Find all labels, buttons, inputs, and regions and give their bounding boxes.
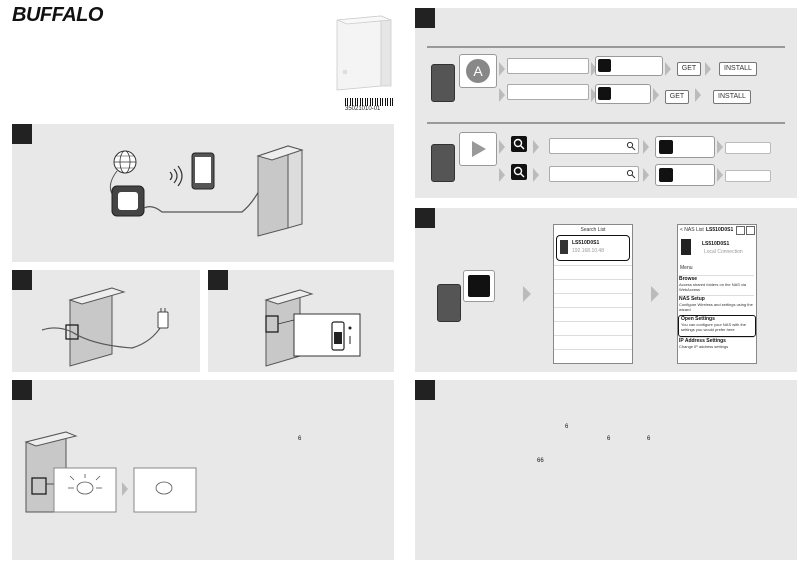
menu-item-ip-settings[interactable]: IP Address Settings Change IP address se…: [679, 337, 754, 356]
arrow-icon: [591, 62, 597, 76]
arrow-icon: [695, 88, 701, 102]
glyph-mark: 6: [647, 436, 651, 442]
device-name: LS510D0S1: [572, 240, 600, 246]
back-link[interactable]: < NAS List: [680, 227, 704, 233]
get-button[interactable]: GET: [665, 90, 689, 104]
arrow-icon: [717, 140, 723, 154]
buffalo-app-icon: [659, 168, 673, 182]
search-icon[interactable]: [511, 164, 527, 180]
app-result[interactable]: [655, 164, 715, 186]
step-number-box: [415, 380, 435, 400]
arrow-icon: [705, 62, 711, 76]
status-diagram: [24, 431, 197, 513]
search-bar[interactable]: [507, 58, 589, 74]
device-ip: 192.168.10.48: [572, 248, 604, 254]
glyph-mark: 6: [607, 436, 611, 442]
device-sub: Local Connection: [704, 249, 743, 255]
brand-logo: BUFFALO: [12, 4, 103, 26]
step-number-box: [415, 208, 435, 228]
divider: [427, 46, 785, 48]
install-button[interactable]: INSTALL: [713, 90, 751, 104]
arrow-icon: [643, 168, 649, 182]
step-panel-power: [12, 270, 200, 372]
phone-icon: [431, 144, 455, 182]
buffalo-app-icon: [659, 140, 673, 154]
menu-item-open-settings[interactable]: Open Settings You can configure your NAS…: [678, 315, 756, 337]
get-button[interactable]: GET: [677, 62, 701, 76]
help-button[interactable]: [746, 226, 755, 235]
header-button[interactable]: [736, 226, 745, 235]
buffalo-app-icon: [598, 87, 611, 100]
network-diagram: [109, 145, 304, 237]
menu-item-nas-setup[interactable]: NAS Setup Configure Wireless and setting…: [679, 295, 754, 312]
arrow-icon: [499, 88, 505, 102]
arrow-icon: [523, 286, 531, 302]
step-panel-notes: 6 6 6 66: [415, 380, 797, 560]
phone-icon: [431, 64, 455, 102]
glyph-mark: 6: [298, 436, 302, 442]
step-number-box: [208, 270, 228, 290]
product-box-image: [333, 10, 393, 92]
arrow-icon: [499, 140, 505, 154]
nas-device-card[interactable]: LS510D0S1 192.168.10.48: [556, 235, 630, 261]
arrow-icon: [499, 168, 505, 182]
arrow-icon: [665, 62, 671, 76]
screen-header: LS510D0S1: [706, 227, 734, 233]
nas-device-icon: [681, 239, 691, 255]
arrow-icon: [533, 168, 539, 182]
divider: [427, 122, 785, 124]
svg-text:A: A: [473, 63, 483, 79]
arrow-icon: [591, 88, 597, 102]
arrow-icon: [499, 62, 505, 76]
install-button-placeholder[interactable]: [725, 142, 771, 154]
power-diagram: [41, 287, 169, 367]
app-store-icon[interactable]: A: [459, 54, 497, 88]
step-number-box: [12, 270, 32, 290]
search-list-screen: Search List LS510D0S1 192.168.10.48: [553, 224, 633, 364]
product-code: 35021010-01: [345, 106, 381, 112]
arrow-icon: [651, 286, 659, 302]
install-button-placeholder[interactable]: [725, 170, 771, 182]
step-number-box: [12, 124, 32, 144]
app-result[interactable]: [595, 84, 651, 104]
step-panel-app-install: A GET INSTALL GET INSTALL: [415, 8, 797, 198]
barcode: [345, 98, 393, 106]
switch-diagram: [264, 289, 361, 367]
arrow-icon: [653, 88, 659, 102]
install-button[interactable]: INSTALL: [719, 62, 757, 76]
app-result[interactable]: [595, 56, 663, 76]
device-name: LS510D0S1: [702, 241, 730, 247]
step-panel-app-setup: Search List LS510D0S1 192.168.10.48 < NA…: [415, 208, 797, 372]
menu-label: Menu: [680, 265, 693, 271]
search-bar[interactable]: [507, 84, 589, 100]
buffalo-app-launch-icon[interactable]: [463, 270, 495, 302]
app-result[interactable]: [655, 136, 715, 158]
buffalo-app-icon: [598, 59, 611, 72]
step-number-box: [415, 8, 435, 28]
arrow-icon: [643, 140, 649, 154]
menu-item-browse[interactable]: Browse Access shared folders on the NAS …: [679, 275, 754, 296]
glyph-mark: 6: [565, 424, 569, 430]
device-menu-screen: < NAS List LS510D0S1 LS510D0S1 Local Con…: [677, 224, 757, 364]
play-search-bar[interactable]: [549, 166, 639, 182]
glyph-mark: 66: [537, 458, 544, 464]
play-store-icon[interactable]: [459, 132, 497, 166]
nas-device-icon: [560, 240, 568, 254]
search-icon[interactable]: [511, 136, 527, 152]
step-panel-switch: [208, 270, 394, 372]
step-panel-network: [12, 124, 394, 262]
arrow-icon: [717, 168, 723, 182]
screen-header: Search List: [580, 227, 606, 233]
arrow-icon: [533, 140, 539, 154]
step-panel-status: 6: [12, 380, 394, 560]
step-number-box: [12, 380, 32, 400]
play-search-bar[interactable]: [549, 138, 639, 154]
phone-icon: [437, 284, 461, 322]
